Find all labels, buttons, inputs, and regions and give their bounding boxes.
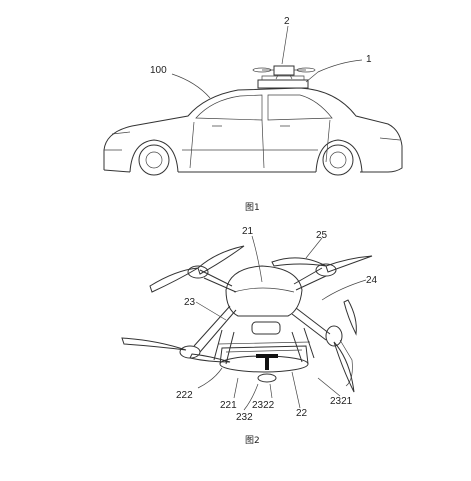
figure-1: 100 2 1 图1	[103, 16, 403, 213]
drone-on-roof	[252, 65, 316, 80]
figure-1-caption: 图1	[245, 202, 260, 213]
car-drawing	[103, 75, 403, 176]
label-222: 222	[176, 390, 193, 401]
label-24: 24	[366, 275, 378, 286]
leader-21	[251, 235, 263, 283]
label-2321: 2321	[330, 396, 353, 407]
label-23: 23	[184, 297, 196, 308]
leader-221	[233, 377, 239, 399]
label-232: 232	[236, 412, 253, 423]
leader-2322	[269, 383, 273, 399]
label-1: 1	[366, 54, 372, 65]
leader-100	[171, 73, 211, 99]
label-22: 22	[296, 408, 308, 419]
label-25: 25	[316, 230, 328, 241]
label-221: 221	[220, 400, 237, 411]
drone-drawing	[121, 245, 373, 393]
leader-222	[197, 367, 223, 389]
leader-1	[305, 59, 363, 83]
leader-25	[305, 237, 323, 259]
label-100: 100	[150, 65, 167, 76]
label-21: 21	[242, 226, 254, 237]
leader-2	[281, 25, 289, 65]
leader-232	[243, 383, 259, 411]
leader-2321	[317, 377, 341, 397]
connector-rod	[265, 356, 269, 370]
label-2322: 2322	[252, 400, 275, 411]
leader-22	[291, 371, 301, 409]
figure-2: 21 25 24 23 222 221 232 2322 22 2321 图2	[121, 226, 378, 446]
leader-23	[195, 301, 227, 321]
leader-24	[321, 279, 367, 301]
label-2: 2	[284, 16, 290, 27]
figure-2-caption: 图2	[245, 435, 260, 446]
